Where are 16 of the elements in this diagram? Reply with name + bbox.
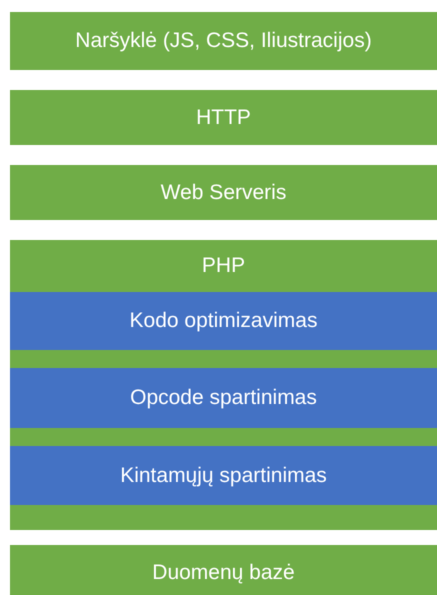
module-box bbox=[10, 368, 437, 428]
layer-label: Duomenų bazė bbox=[151, 560, 296, 584]
layer-band bbox=[10, 12, 437, 70]
layer-label: Kodo optimizavimas bbox=[128, 309, 318, 333]
module-box bbox=[10, 292, 437, 350]
layer-band bbox=[10, 165, 437, 220]
layer-band bbox=[10, 90, 437, 145]
layer-label: PHP bbox=[200, 254, 246, 278]
module-box bbox=[10, 446, 437, 505]
layer-label: Naršyklė (JS, CSS, Iliustracijos) bbox=[74, 29, 373, 53]
layer-band bbox=[10, 240, 437, 530]
layer-label: HTTP bbox=[195, 106, 252, 130]
layer-label: Kintamųjų spartinimas bbox=[119, 464, 328, 488]
layer-band bbox=[10, 545, 437, 595]
layer-label: Opcode spartinimas bbox=[129, 386, 318, 410]
layer-label: Web Serveris bbox=[160, 180, 288, 204]
